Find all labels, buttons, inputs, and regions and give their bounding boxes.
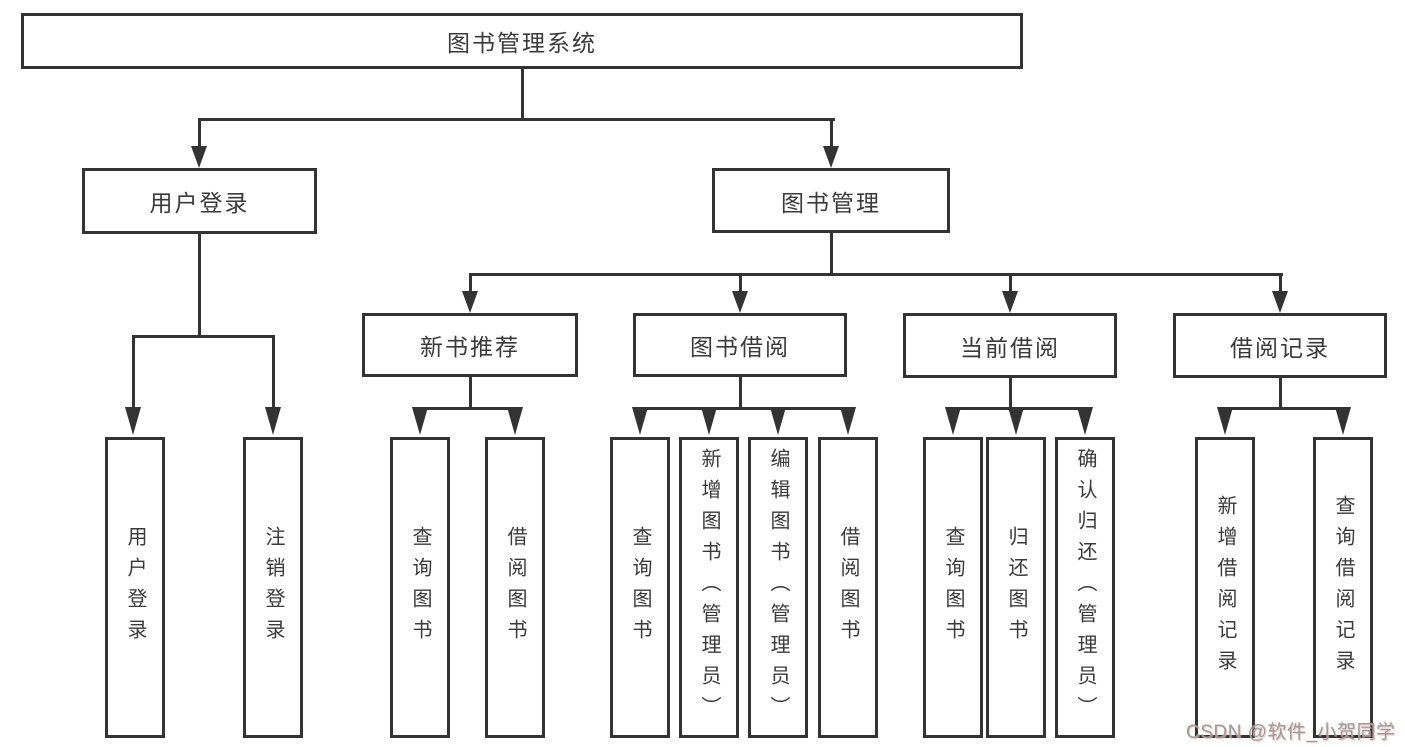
arrow-down-book-mgmt bbox=[823, 146, 839, 168]
connector-mgmt-rail bbox=[468, 273, 1283, 276]
leaf-borrow-books-recommend: 借阅图书 bbox=[485, 437, 545, 738]
node-current-borrow-label: 当前借阅 bbox=[960, 334, 1060, 361]
node-book-borrow-label: 图书借阅 bbox=[690, 334, 790, 360]
leaf-user-login-label: 用户登录 bbox=[124, 525, 146, 650]
arrow-down-query-books-borrow bbox=[631, 407, 648, 435]
leaf-borrow-books: 借阅图书 bbox=[818, 437, 878, 738]
leaf-query-books-borrow-label: 查询图书 bbox=[629, 525, 651, 650]
node-root: 图书管理系统 bbox=[21, 13, 1023, 69]
node-current-borrow: 当前借阅 bbox=[903, 313, 1117, 378]
connector-rec-rail bbox=[418, 407, 516, 410]
connector-rec-drop bbox=[468, 273, 472, 293]
csdn-watermark: CSDN @软件_小贺同学 bbox=[1186, 722, 1396, 743]
connector-current-drop bbox=[1008, 273, 1012, 293]
node-book-borrow: 图书借阅 bbox=[633, 313, 847, 377]
node-user-login-label: 用户登录 bbox=[149, 190, 250, 216]
connector-root-rail bbox=[197, 118, 835, 121]
node-root-label: 图书管理系统 bbox=[447, 30, 597, 56]
node-new-book-recommend: 新书推荐 bbox=[362, 313, 578, 377]
node-book-management: 图书管理 bbox=[712, 168, 950, 233]
leaf-confirm-return-admin: 确认归还（管理员） bbox=[1055, 437, 1115, 738]
leaf-return-book: 归还图书 bbox=[986, 437, 1046, 738]
connector-current-stem bbox=[1008, 378, 1012, 407]
leaf-borrow-books-recommend-label: 借阅图书 bbox=[504, 525, 526, 650]
connector-mgmt-stem bbox=[829, 233, 833, 273]
arrow-down-add-borrow-record bbox=[1216, 407, 1233, 435]
leaf-query-books-recommend-label: 查询图书 bbox=[409, 525, 431, 650]
arrow-down-new-book-recommend bbox=[462, 291, 478, 313]
leaf-query-borrow-record-label: 查询借阅记录 bbox=[1332, 494, 1354, 681]
connector-record-drop bbox=[1278, 273, 1282, 293]
leaf-query-books-current-label: 查询图书 bbox=[942, 525, 964, 650]
arrow-down-query-books-current bbox=[944, 407, 961, 435]
arrow-down-add-book-admin bbox=[700, 407, 717, 435]
arrow-down-confirm-return-admin bbox=[1076, 407, 1093, 435]
connector-user-login-drop bbox=[197, 118, 201, 148]
connector-record-stem bbox=[1278, 378, 1282, 407]
arrow-down-leaf-logout bbox=[265, 407, 281, 435]
arrow-down-edit-book-admin bbox=[769, 407, 786, 435]
leaf-query-borrow-record: 查询借阅记录 bbox=[1313, 437, 1373, 738]
leaf-edit-book-admin-label: 编辑图书（管理员） bbox=[767, 448, 789, 727]
arrow-down-current-borrow bbox=[1002, 291, 1018, 313]
leaf-add-borrow-record-label: 新增借阅记录 bbox=[1214, 494, 1236, 681]
node-new-book-recommend-label: 新书推荐 bbox=[420, 334, 520, 360]
connector-book-mgmt-drop bbox=[829, 118, 833, 148]
connector-login-rail bbox=[131, 335, 275, 338]
leaf-add-book-admin-label: 新增图书（管理员） bbox=[698, 448, 720, 727]
node-borrow-record-label: 借阅记录 bbox=[1230, 334, 1330, 361]
arrow-down-borrow-books-recommend bbox=[506, 407, 523, 435]
arrow-down-query-books-recommend bbox=[411, 407, 428, 435]
arrow-down-query-borrow-record bbox=[1334, 407, 1351, 435]
connector-rec-stem bbox=[468, 377, 472, 407]
connector-borrow-drop bbox=[738, 273, 742, 293]
arrow-down-borrow-record bbox=[1272, 291, 1288, 313]
connector-record-rail bbox=[1223, 407, 1344, 410]
connector-login-leaf1-drop bbox=[131, 335, 135, 409]
arrow-down-return-book bbox=[1007, 407, 1024, 435]
leaf-borrow-books-label: 借阅图书 bbox=[837, 525, 859, 650]
node-book-management-label: 图书管理 bbox=[781, 189, 881, 216]
arrow-down-book-borrow bbox=[732, 291, 748, 313]
arrow-down-user-login bbox=[191, 146, 207, 168]
leaf-query-books-borrow: 查询图书 bbox=[610, 437, 670, 738]
leaf-add-book-admin: 新增图书（管理员） bbox=[679, 437, 739, 738]
arrow-down-borrow-books bbox=[839, 407, 856, 435]
node-user-login: 用户登录 bbox=[82, 168, 317, 234]
connector-root-stem bbox=[520, 68, 524, 118]
connector-login-leaf2-drop bbox=[271, 335, 275, 409]
leaf-query-books-recommend: 查询图书 bbox=[390, 437, 450, 738]
connector-borrow-rail bbox=[638, 407, 849, 410]
leaf-return-book-label: 归还图书 bbox=[1005, 525, 1027, 650]
leaf-logout-label: 注销登录 bbox=[262, 525, 284, 650]
leaf-edit-book-admin: 编辑图书（管理员） bbox=[748, 437, 808, 738]
node-borrow-record: 借阅记录 bbox=[1173, 313, 1387, 378]
leaf-confirm-return-admin-label: 确认归还（管理员） bbox=[1074, 448, 1096, 727]
leaf-user-login: 用户登录 bbox=[105, 437, 165, 738]
arrow-down-leaf-user-login bbox=[125, 407, 141, 435]
leaf-add-borrow-record: 新增借阅记录 bbox=[1195, 437, 1255, 738]
leaf-logout: 注销登录 bbox=[243, 437, 303, 738]
leaf-query-books-current: 查询图书 bbox=[923, 437, 983, 738]
connector-login-stem bbox=[197, 234, 201, 335]
connector-borrow-stem bbox=[738, 377, 742, 407]
